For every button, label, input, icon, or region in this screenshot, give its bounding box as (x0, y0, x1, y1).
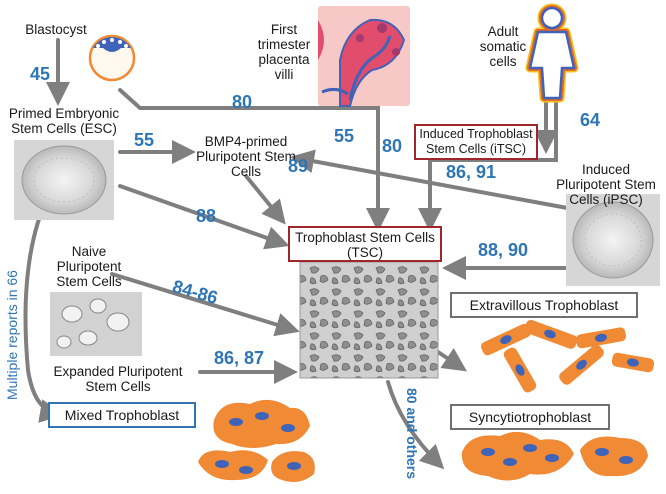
evt-box: Extravillous Trophoblast (450, 292, 638, 318)
mixed-box: Mixed Trophoblast (48, 402, 196, 428)
itsc-box: Induced Trophoblast Stem Cells (iTSC) (414, 124, 538, 160)
ref-80-mid: 80 (382, 136, 403, 156)
syncytio-box: Syncytiotrophoblast (450, 404, 610, 430)
ref-86-91: 86, 91 (446, 162, 497, 182)
esc-micrograph (14, 140, 114, 220)
arrow-ipsc-to-bmp4 (290, 149, 602, 216)
naive-label: Naive Pluripotent Stem Cells (56, 244, 122, 289)
ref-55-left: 55 (134, 130, 155, 150)
adult-somatic-label: Adult somatic cells (479, 24, 527, 69)
ref-86-87: 86, 87 (214, 348, 265, 368)
ref-45: 45 (30, 64, 51, 84)
ref-55-right: 55 (334, 126, 355, 146)
arrow-esc-to-mixed (23, 194, 64, 423)
arrow-bmp4-to-tsc (244, 174, 286, 225)
arrow-esc-to-tsc (118, 184, 290, 250)
arrow-tsc-to-syncytio-lower (386, 380, 445, 470)
ref-88-left: 88 (196, 206, 217, 226)
ref-88-90: 88, 90 (478, 240, 529, 260)
syncytio-cells-image (461, 431, 648, 481)
blastocyst-label: Blastocyst (25, 22, 87, 37)
bmp4-label: BMP4-primed Pluripotent Stem Cells (196, 134, 296, 179)
ref-89: 89 (288, 156, 309, 176)
extravillous-cells-image (481, 319, 655, 393)
primed-esc-label: Primed Embryonic Stem Cells (ESC) (8, 106, 120, 136)
tsc-box: Trophoblast Stem Cells (TSC) (288, 226, 442, 262)
ref-64: 64 (580, 110, 601, 130)
blastocyst-image (88, 34, 136, 82)
ref-80-top: 80 (232, 92, 253, 112)
arrow-blastocyst-to-tsc (118, 88, 390, 232)
ipsc-micrograph (566, 194, 660, 286)
placenta-villi-image (318, 6, 410, 107)
human-figure-image (525, 3, 579, 103)
ref-80-others: 80 and others (404, 388, 420, 480)
mixed-trophoblast-cells-image (198, 399, 315, 482)
naive-micrograph (50, 292, 142, 356)
expanded-label: Expanded Pluripotent Stem Cells (53, 364, 183, 394)
ipsc-label: Induced Pluripotent Stem Cells (iPSC) (556, 162, 656, 207)
first-trimester-label: First trimester placenta villi (257, 22, 311, 82)
multiple-reports-label: Multiple reports in 66 (4, 270, 20, 400)
arrow-somatic-to-itsc (418, 98, 558, 232)
arrow-naive-to-tsc (110, 272, 300, 337)
tsc-micrograph (299, 261, 439, 379)
